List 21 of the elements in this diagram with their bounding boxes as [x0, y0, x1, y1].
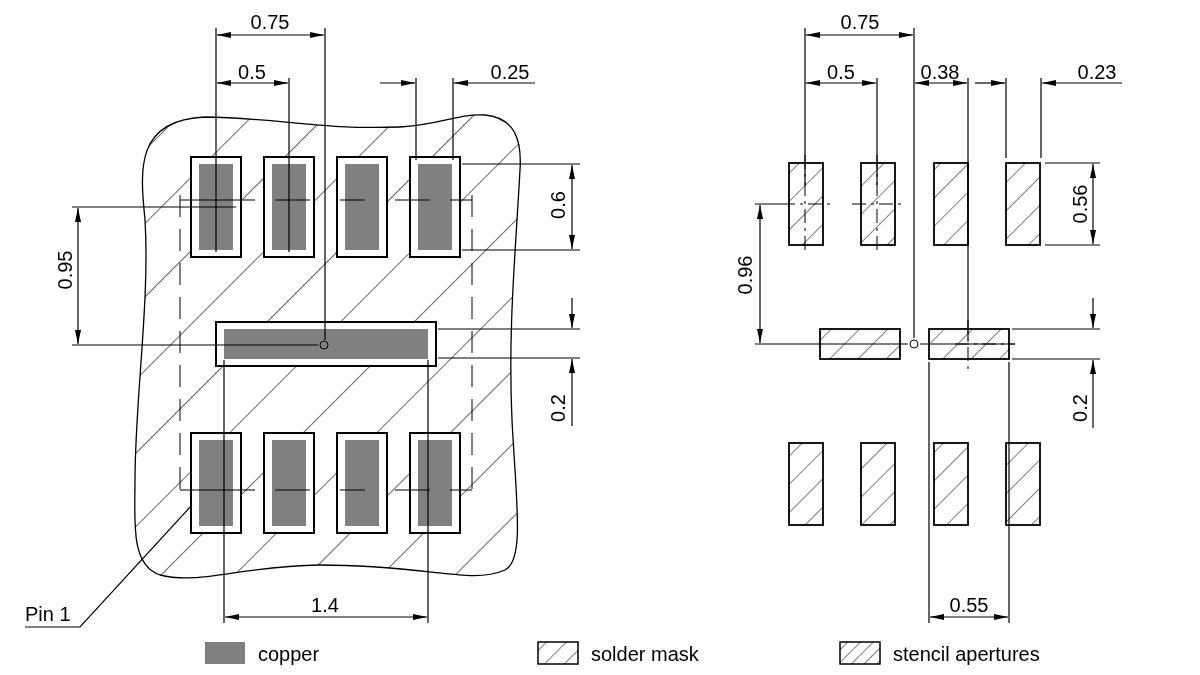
- pin-label: Pin 1: [25, 604, 71, 624]
- dimension-value: 0.55: [949, 595, 989, 615]
- dimension-value: 0.5: [827, 62, 855, 82]
- dimension-value: 0.2: [1070, 394, 1090, 422]
- dimension-value: 0.75: [840, 12, 880, 32]
- dimension-value: 0.96: [735, 255, 755, 295]
- pin-one-pad: [190, 432, 242, 534]
- dimension-value: 0.2: [548, 394, 568, 422]
- dimension-value: 0.5: [238, 62, 266, 82]
- dimension-value: 0.25: [490, 62, 530, 82]
- dimension-value: 0.56: [1070, 184, 1090, 224]
- legend-label: stencil apertures: [893, 644, 1040, 664]
- dimension-value: 0.95: [55, 250, 75, 290]
- leader-line: [24, 504, 193, 628]
- legend-label: copper: [258, 644, 320, 664]
- dimension-value: 0.23: [1077, 62, 1117, 82]
- dimension-value: 0.75: [250, 12, 290, 32]
- legend-label: solder mask: [591, 644, 699, 664]
- dimension-value: 0.38: [920, 62, 960, 82]
- dimension-value: 1.4: [311, 595, 339, 615]
- dimension-value: 0.6: [548, 191, 568, 219]
